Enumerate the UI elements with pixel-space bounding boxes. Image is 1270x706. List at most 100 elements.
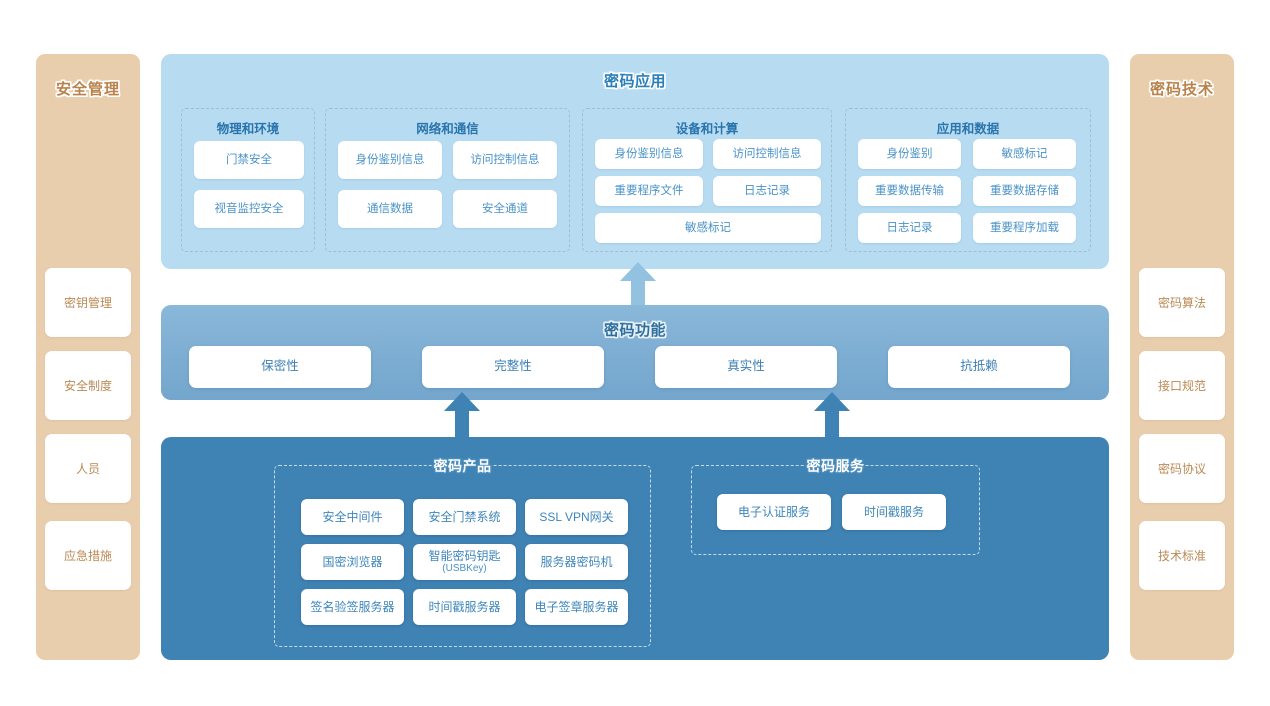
sidebar-item-label: 密码协议 xyxy=(1157,462,1206,476)
product-chip-sm-browser[interactable]: 国密浏览器 xyxy=(301,544,404,580)
group-crypto-services-title: 密码服务 xyxy=(806,458,865,474)
item-label: 安全中间件 xyxy=(322,509,383,524)
function-chip-confidentiality[interactable]: 保密性 xyxy=(189,346,371,388)
group-crypto-products-title: 密码产品 xyxy=(433,458,492,474)
item-label: 访问控制信息 xyxy=(732,147,802,160)
item-chip[interactable]: 安全通道 xyxy=(453,190,557,228)
item-label: 敏感标记 xyxy=(685,221,731,234)
product-chip-smart-crypto-key[interactable]: 智能密码钥匙 (USBKey) xyxy=(413,544,516,580)
item-label: 真实性 xyxy=(727,359,765,374)
item-label: 重要程序文件 xyxy=(614,184,684,197)
item-label: 敏感标记 xyxy=(1001,147,1048,160)
item-chip[interactable]: 通信数据 xyxy=(338,190,442,228)
item-label: 身份鉴别 xyxy=(886,147,933,160)
group-title: 应用和数据 xyxy=(936,122,1000,136)
product-chip-access-control-system[interactable]: 安全门禁系统 xyxy=(413,499,516,535)
right-panel-crypto-technology: 密码技术 密码算法 接口规范 密码协议 技术标准 xyxy=(1130,54,1234,660)
sidebar-item-crypto-protocol[interactable]: 密码协议 xyxy=(1139,434,1225,503)
item-label: 时间戳服务 xyxy=(863,504,924,519)
function-chip-non-repudiation[interactable]: 抗抵赖 xyxy=(888,346,1070,388)
item-label: 服务器密码机 xyxy=(540,554,613,569)
service-chip-e-certification[interactable]: 电子认证服务 xyxy=(717,494,831,530)
item-chip[interactable]: 重要程序文件 xyxy=(595,176,703,206)
item-label: 安全门禁系统 xyxy=(428,509,501,524)
sidebar-item-label: 密码算法 xyxy=(1157,296,1206,310)
item-chip[interactable]: 重要数据存储 xyxy=(973,176,1076,206)
item-label: 通信数据 xyxy=(367,202,413,215)
item-chip[interactable]: 访问控制信息 xyxy=(453,141,557,179)
sidebar-item-technical-standard[interactable]: 技术标准 xyxy=(1139,521,1225,590)
group-crypto-products: 安全中间件 安全门禁系统 SSL VPN网关 国密浏览器 智能密码钥匙 (USB… xyxy=(274,465,651,647)
group-network-communication: 网络和通信 身份鉴别信息 访问控制信息 通信数据 安全通道 xyxy=(325,108,570,252)
item-label: 签名验签服务器 xyxy=(310,599,395,614)
sidebar-item-interface-spec[interactable]: 接口规范 xyxy=(1139,351,1225,420)
service-chip-timestamp[interactable]: 时间戳服务 xyxy=(842,494,946,530)
arrow-product-to-function-left xyxy=(444,392,480,442)
group-device-computing: 设备和计算 身份鉴别信息 访问控制信息 重要程序文件 日志记录 敏感标记 xyxy=(582,108,832,252)
item-label: 重要数据存储 xyxy=(990,184,1059,197)
function-layer-title: 密码功能 xyxy=(603,322,666,339)
sidebar-item-emergency-measures[interactable]: 应急措施 xyxy=(45,521,131,590)
item-chip[interactable]: 身份鉴别 xyxy=(858,139,961,169)
item-chip[interactable]: 敏感标记 xyxy=(973,139,1076,169)
item-label: 访问控制信息 xyxy=(470,153,540,166)
function-layer-band: 密码功能 保密性 完整性 真实性 抗抵赖 xyxy=(161,305,1109,400)
item-sublabel: (USBKey) xyxy=(442,563,487,575)
item-label: 日志记录 xyxy=(886,221,933,234)
application-layer-title: 密码应用 xyxy=(603,73,666,90)
product-layer-band: 安全中间件 安全门禁系统 SSL VPN网关 国密浏览器 智能密码钥匙 (USB… xyxy=(161,437,1109,660)
item-chip[interactable]: 门禁安全 xyxy=(194,141,304,179)
item-chip[interactable]: 视音监控安全 xyxy=(194,190,304,228)
sidebar-item-label: 安全制度 xyxy=(63,379,112,393)
product-chip-timestamp-server[interactable]: 时间戳服务器 xyxy=(413,589,516,625)
function-chip-authenticity[interactable]: 真实性 xyxy=(655,346,837,388)
arrow-up-icon xyxy=(620,262,656,310)
item-chip[interactable]: 日志记录 xyxy=(858,213,961,243)
group-title: 设备和计算 xyxy=(675,122,739,136)
arrow-up-icon xyxy=(814,392,850,442)
product-chip-server-crypto-machine[interactable]: 服务器密码机 xyxy=(525,544,628,580)
item-chip[interactable]: 重要数据传输 xyxy=(858,176,961,206)
arrow-product-to-function-right xyxy=(814,392,850,442)
sidebar-item-label: 技术标准 xyxy=(1157,549,1206,563)
sidebar-item-label: 密钥管理 xyxy=(63,296,112,310)
application-layer-band: 密码应用 物理和环境 门禁安全 视音监控安全 网络和通信 身份鉴别信息 访问控制… xyxy=(161,54,1109,269)
sidebar-item-personnel[interactable]: 人员 xyxy=(45,434,131,503)
item-chip[interactable]: 身份鉴别信息 xyxy=(338,141,442,179)
item-chip[interactable]: 重要程序加载 xyxy=(973,213,1076,243)
sidebar-item-label: 应急措施 xyxy=(63,549,112,563)
item-label: 保密性 xyxy=(261,359,299,374)
group-crypto-services: 电子认证服务 时间戳服务 xyxy=(691,465,980,555)
product-chip-ssl-vpn-gateway[interactable]: SSL VPN网关 xyxy=(525,499,628,535)
left-panel-title: 安全管理 xyxy=(55,81,120,98)
item-label: 抗抵赖 xyxy=(960,359,998,374)
item-chip[interactable]: 身份鉴别信息 xyxy=(595,139,703,169)
item-label: 电子签章服务器 xyxy=(534,599,619,614)
item-label: SSL VPN网关 xyxy=(539,509,614,524)
group-title: 网络和通信 xyxy=(416,122,479,136)
item-chip[interactable]: 访问控制信息 xyxy=(713,139,821,169)
sidebar-item-label: 人员 xyxy=(75,462,100,476)
item-label: 身份鉴别信息 xyxy=(614,147,684,160)
item-label: 时间戳服务器 xyxy=(428,599,501,614)
function-chip-integrity[interactable]: 完整性 xyxy=(422,346,604,388)
item-label: 重要程序加载 xyxy=(990,221,1059,234)
item-label: 日志记录 xyxy=(744,184,790,197)
product-chip-security-middleware[interactable]: 安全中间件 xyxy=(301,499,404,535)
group-application-data: 应用和数据 身份鉴别 敏感标记 重要数据传输 重要数据存储 日志记录 重要程序加… xyxy=(845,108,1091,252)
product-chip-e-seal-server[interactable]: 电子签章服务器 xyxy=(525,589,628,625)
item-label: 国密浏览器 xyxy=(322,554,383,569)
item-label: 重要数据传输 xyxy=(875,184,944,197)
item-label: 完整性 xyxy=(494,359,532,374)
sidebar-item-crypto-algorithm[interactable]: 密码算法 xyxy=(1139,268,1225,337)
item-label: 视音监控安全 xyxy=(214,202,284,215)
item-chip[interactable]: 敏感标记 xyxy=(595,213,821,243)
item-chip[interactable]: 日志记录 xyxy=(713,176,821,206)
right-panel-title: 密码技术 xyxy=(1149,81,1214,98)
group-title: 物理和环境 xyxy=(216,122,280,136)
product-chip-signature-verification-server[interactable]: 签名验签服务器 xyxy=(301,589,404,625)
sidebar-item-security-policy[interactable]: 安全制度 xyxy=(45,351,131,420)
sidebar-item-key-management[interactable]: 密钥管理 xyxy=(45,268,131,337)
arrow-function-to-application xyxy=(620,262,656,310)
